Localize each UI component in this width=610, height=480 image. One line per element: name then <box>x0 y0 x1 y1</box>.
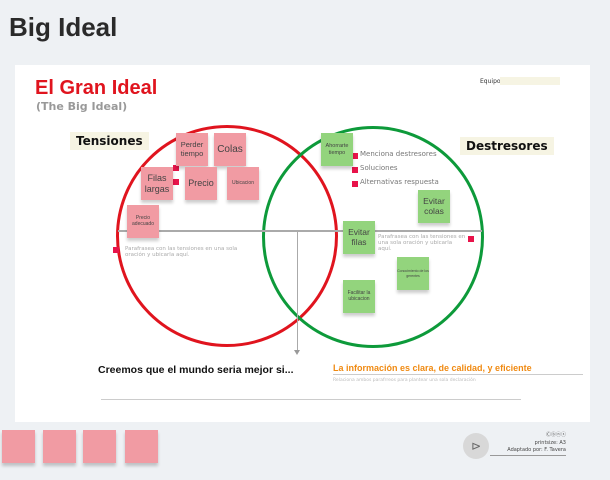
tensions-label: Tensiones <box>70 132 149 150</box>
bullet <box>173 165 179 171</box>
sticky-note[interactable]: Ubicacion <box>227 167 259 200</box>
sticky-note-blank[interactable] <box>83 430 116 463</box>
divider-line <box>118 230 482 232</box>
arrow-line <box>297 232 298 352</box>
destressor-list-item: Alternativas respuesta <box>360 178 439 186</box>
sticky-note[interactable]: Filas largas <box>141 167 173 200</box>
team-input[interactable] <box>500 77 560 85</box>
destressor-list-item: Soluciones <box>360 164 398 172</box>
sticky-note[interactable]: Evitar colas <box>418 190 450 223</box>
destressor-list-item: Menciona destresores <box>360 150 437 158</box>
bullet <box>352 153 358 159</box>
sticky-note[interactable]: Colas <box>214 133 246 166</box>
printsize: printsize: A3 <box>534 439 566 446</box>
arrow-down-icon <box>294 350 300 355</box>
team-label: Equipo <box>480 78 501 85</box>
sticky-note-blank[interactable] <box>2 430 35 463</box>
statement-hint: Relaciona ambos parafrreos para plantear… <box>333 378 476 383</box>
statement-answer[interactable]: La información es clara, de calidad, y e… <box>333 363 583 375</box>
adapted-by: Adaptado por: F. Tavera <box>507 447 566 453</box>
license-icons: Ⓒⓑⓝⓢ <box>545 432 566 438</box>
bullet <box>352 167 358 173</box>
bullet <box>352 181 358 187</box>
page-title: Big Ideal <box>9 12 118 42</box>
sticky-note[interactable]: Precio adecuado <box>127 205 159 238</box>
destressor-hint: Parafrasea con las tensiones en una sola… <box>378 234 466 252</box>
sticky-note-blank[interactable] <box>125 430 158 463</box>
bullet <box>113 247 119 253</box>
bottom-divider <box>101 399 521 400</box>
sticky-note[interactable]: Perder tiempo <box>176 133 208 166</box>
board-subtitle: (The Big Ideal) <box>36 100 128 113</box>
big-ideal-board: El Gran Ideal (The Big Ideal) Equipo Ten… <box>15 65 590 422</box>
bullet <box>468 236 474 242</box>
sticky-note-blank[interactable] <box>43 430 76 463</box>
board-title: El Gran Ideal <box>35 77 158 99</box>
sticky-note[interactable]: Evitar filas <box>343 221 375 254</box>
sticky-note[interactable]: Facilitar la ubicacion <box>343 280 375 313</box>
sticky-note[interactable]: Ahorrarte tiempo <box>321 133 353 166</box>
sticky-note[interactable]: Precio <box>185 167 217 200</box>
destressors-circle <box>262 126 484 348</box>
sticky-note[interactable]: Conocimiento de los gerentes <box>397 257 429 290</box>
statement-prefix: Creemos que el mundo seria mejor si... <box>98 364 294 376</box>
author-logo-icon: ⊳ <box>463 433 489 459</box>
bullet <box>173 179 179 185</box>
tension-hint: Parafrasea con las tensiones en una sola… <box>125 246 238 258</box>
destressors-label: Destresores <box>460 137 554 155</box>
